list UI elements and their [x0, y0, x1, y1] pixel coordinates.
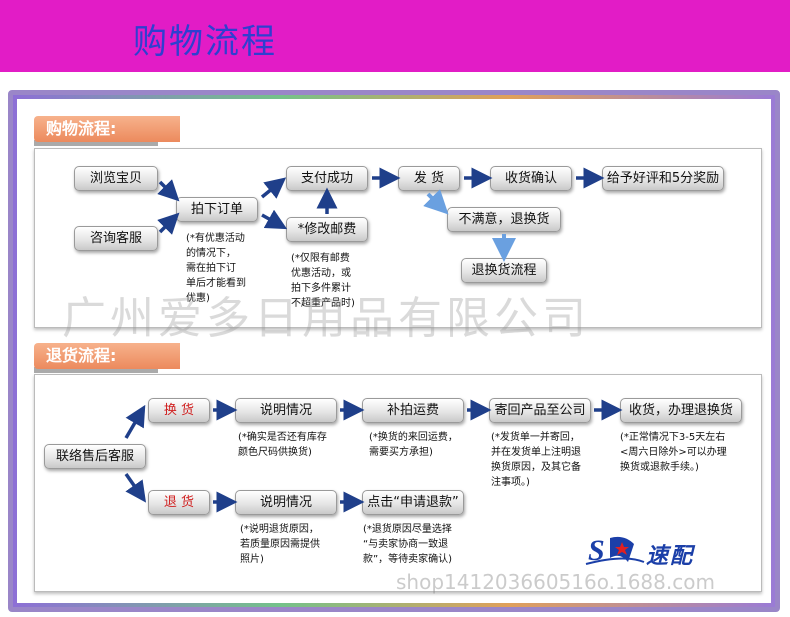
ship-button[interactable]: 发 货	[398, 166, 460, 191]
explain-refund-button[interactable]: 说明情况	[235, 490, 337, 515]
extra-fee-button[interactable]: 补拍运费	[362, 398, 464, 423]
confirm-button[interactable]: 收货确认	[490, 166, 572, 191]
order-note: (*有优惠活动 的情况下， 需在拍下订 单后才能看到 优惠)	[186, 233, 246, 304]
shopping-tab-shadow	[34, 140, 158, 146]
returns-tab-shadow	[34, 367, 158, 373]
refund-button[interactable]: 退 货	[148, 490, 210, 515]
pay-button[interactable]: 支付成功	[286, 166, 368, 191]
exchange-button[interactable]: 换 货	[148, 398, 210, 423]
sp-logo-icon: S	[585, 534, 645, 567]
receive-button[interactable]: 收货，办理退换货	[620, 398, 742, 423]
praise-button[interactable]: 给予好评和5分奖励	[602, 166, 724, 191]
company-watermark: 广州爱多日用品有限公司	[62, 293, 590, 344]
page-title: 购物流程	[133, 22, 277, 62]
post-note: (*仅限有邮费 优惠活动，或 拍下多件累计 不超重产品时)	[291, 253, 355, 309]
receive-note: (*正常情况下3-5天左右 <周六日除外>可以办理 换货或退款手续。)	[620, 432, 727, 473]
shopping-section-tab: 购物流程:	[34, 116, 180, 142]
apply-refund-button[interactable]: 点击“申请退款”	[362, 490, 464, 515]
send-back-note: (*发货单一并寄回， 并在发货单上注明退 换货原因，及其它备 注事项。)	[491, 432, 581, 488]
consult-button[interactable]: 咨询客服	[74, 226, 158, 251]
explain-refund-note: (*说明退货原因， 若质量原因需提供 照片)	[240, 524, 320, 565]
browse-button[interactable]: 浏览宝贝	[74, 166, 158, 191]
shop-url-watermark: shop141203660516o.1688.com	[396, 570, 715, 594]
page-header: 购物流程	[0, 0, 790, 72]
extra-fee-note: (*换货的来回运费， 需要买方承担)	[369, 432, 458, 458]
returns-section-tab: 退货流程:	[34, 343, 180, 369]
modify-post-button[interactable]: *修改邮费	[286, 217, 368, 242]
unsatisfied-button[interactable]: 不满意，退换货	[447, 207, 561, 232]
order-button[interactable]: 拍下订单	[176, 197, 258, 222]
apply-refund-note: (*退货原因尽量选择 “与卖家协商一致退 款”，等待卖家确认)	[363, 524, 453, 565]
logo-text: 速配	[646, 544, 695, 569]
contact-service-button[interactable]: 联络售后客服	[44, 444, 146, 469]
send-back-button[interactable]: 寄回产品至公司	[489, 398, 591, 423]
explain-exchange-button[interactable]: 说明情况	[235, 398, 337, 423]
explain-exchange-note: (*确实是否还有库存 颜色尺码供换货)	[238, 432, 327, 458]
return-flow-button[interactable]: 退换货流程	[461, 258, 547, 283]
svg-text:S: S	[588, 534, 605, 567]
